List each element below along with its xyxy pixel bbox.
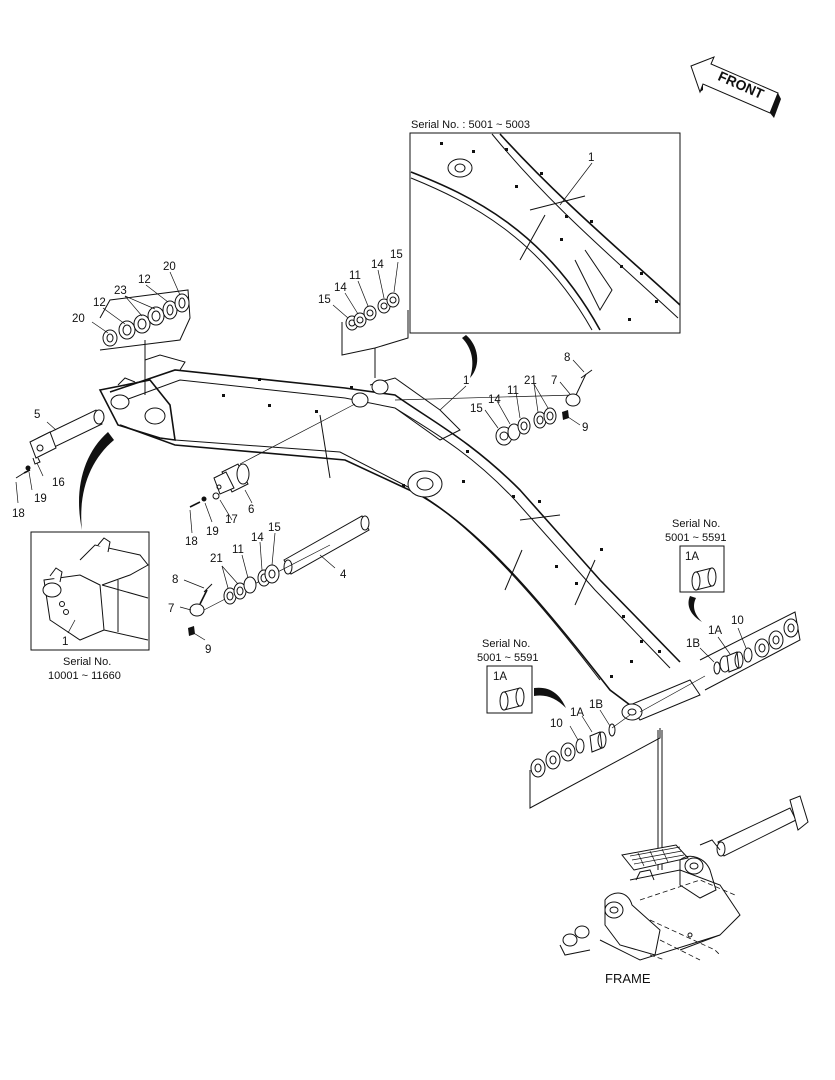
callout-l-15: 15 <box>268 522 281 534</box>
washer-stack-left <box>179 532 331 641</box>
callout-l-14: 14 <box>251 532 264 544</box>
inset-top-title: Serial No. : 5001 ~ 5003 <box>411 119 530 131</box>
inset-left-serial-label: Serial No. <box>63 656 111 668</box>
inset-right-serial-range: 5001 ~ 5591 <box>665 532 726 544</box>
callout-r-9: 9 <box>582 422 588 434</box>
pointer-top <box>462 335 478 378</box>
callout-l-21: 21 <box>210 553 223 565</box>
callout-16: 16 <box>52 477 65 489</box>
callout-l-9: 9 <box>205 644 211 656</box>
callout-19a: 19 <box>34 493 47 505</box>
callout-tl-20b: 20 <box>163 261 176 273</box>
callout-17: 17 <box>225 514 238 526</box>
callout-19b: 19 <box>206 526 219 538</box>
callout-fr-1A: 1A <box>708 625 722 637</box>
callout-tl-20a: 20 <box>72 313 85 325</box>
inset-left-serial-10001-11660: 1 <box>30 531 150 651</box>
callout-tl-23: 23 <box>114 285 127 297</box>
callout-l-8: 8 <box>172 574 178 586</box>
washer-stack-top-center <box>332 261 409 378</box>
callout-r-21: 21 <box>524 375 537 387</box>
callout-tl-12b: 12 <box>138 274 151 286</box>
callout-18a: 18 <box>12 508 25 520</box>
callout-pin6: 6 <box>248 504 254 516</box>
inset-top-serial-5001-5003: Serial No. : 5001 ~ 5003 1 <box>409 119 681 334</box>
pointer-left <box>79 432 114 530</box>
callout-r-7: 7 <box>551 375 557 387</box>
front-arrow-icon: FRONT <box>690 56 781 118</box>
inset-top-part: 1 <box>588 152 594 164</box>
callout-tc-14b: 14 <box>371 259 384 271</box>
pin-center <box>189 403 356 534</box>
washer-stack-top-left <box>91 271 191 395</box>
callout-tc-11: 11 <box>349 270 361 282</box>
callout-r-8: 8 <box>564 352 570 364</box>
callout-fl-1B: 1B <box>589 699 603 711</box>
callout-pin4: 4 <box>340 569 347 581</box>
inset-right-serial-label: Serial No. <box>672 518 720 530</box>
pointer-right <box>688 596 702 622</box>
callout-fr-1B: 1B <box>686 638 700 650</box>
inset-mid-serial-label: Serial No. <box>482 638 530 650</box>
pointer-mid <box>534 687 566 708</box>
callout-18b: 18 <box>185 536 198 548</box>
callout-pin5: 5 <box>34 409 40 421</box>
inset-right-bushing: 1A <box>679 545 725 593</box>
inset-mid-bushing: 1A <box>486 665 533 714</box>
callout-r-11: 11 <box>507 385 519 397</box>
callout-r-15: 15 <box>470 403 483 415</box>
pin-long <box>283 515 370 575</box>
callout-tc-15b: 15 <box>390 249 403 261</box>
callout-l-11: 11 <box>232 544 244 556</box>
frame-assembly <box>559 795 809 961</box>
inset-mid-serial-range: 5001 ~ 5591 <box>477 652 538 664</box>
callout-l-7: 7 <box>168 603 174 615</box>
frame-label: FRAME <box>605 971 651 986</box>
foot-stack-left <box>529 709 663 870</box>
callout-tc-14a: 14 <box>334 282 347 294</box>
callout-fl-10: 10 <box>550 718 563 730</box>
inset-right-part: 1A <box>685 551 699 563</box>
washer-stack-right <box>394 359 593 446</box>
callout-r-14: 14 <box>488 394 501 406</box>
callout-fr-10: 10 <box>731 615 744 627</box>
callout-tc-15a: 15 <box>318 294 331 306</box>
pin-left <box>15 409 105 504</box>
callout-boom: 1 <box>463 375 469 387</box>
inset-left-part: 1 <box>62 636 68 648</box>
callout-tl-12a: 12 <box>93 297 106 309</box>
callout-fl-1A: 1A <box>570 707 584 719</box>
inset-mid-part: 1A <box>493 671 507 683</box>
foot-stack-right <box>639 611 801 713</box>
inset-left-serial-range: 10001 ~ 11660 <box>48 670 121 682</box>
boom-body <box>98 354 701 721</box>
